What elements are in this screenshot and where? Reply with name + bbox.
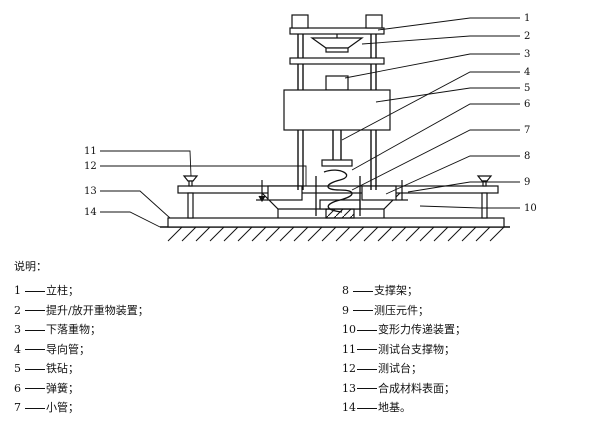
apparatus-diagram: 1 2 3 4 5 6 7 8 9 10 11 12 13 14: [84, 13, 537, 242]
test-table-support: [182, 175, 493, 219]
label-11: 11: [84, 146, 97, 157]
guide-tube: [332, 130, 342, 160]
label-1: 1: [524, 13, 530, 24]
legend-title: 说明：: [14, 260, 47, 273]
label-4: 4: [524, 67, 530, 78]
lift-release-device: [310, 34, 364, 53]
label-12: 12: [84, 161, 97, 172]
label-5: 5: [524, 83, 530, 94]
falling-weight: [283, 75, 391, 131]
label-9: 9: [524, 177, 530, 188]
label-7: 7: [524, 125, 530, 136]
anvil: [321, 159, 353, 167]
small-tube: [315, 176, 361, 216]
label-3: 3: [524, 49, 530, 60]
label-13: 13: [84, 186, 97, 197]
label-14: 14: [84, 207, 97, 218]
label-6: 6: [524, 99, 530, 110]
spring: [323, 169, 353, 213]
label-2: 2: [524, 31, 530, 42]
label-10: 10: [524, 203, 537, 214]
label-8: 8: [524, 151, 530, 162]
leader-lines: [100, 17, 520, 228]
